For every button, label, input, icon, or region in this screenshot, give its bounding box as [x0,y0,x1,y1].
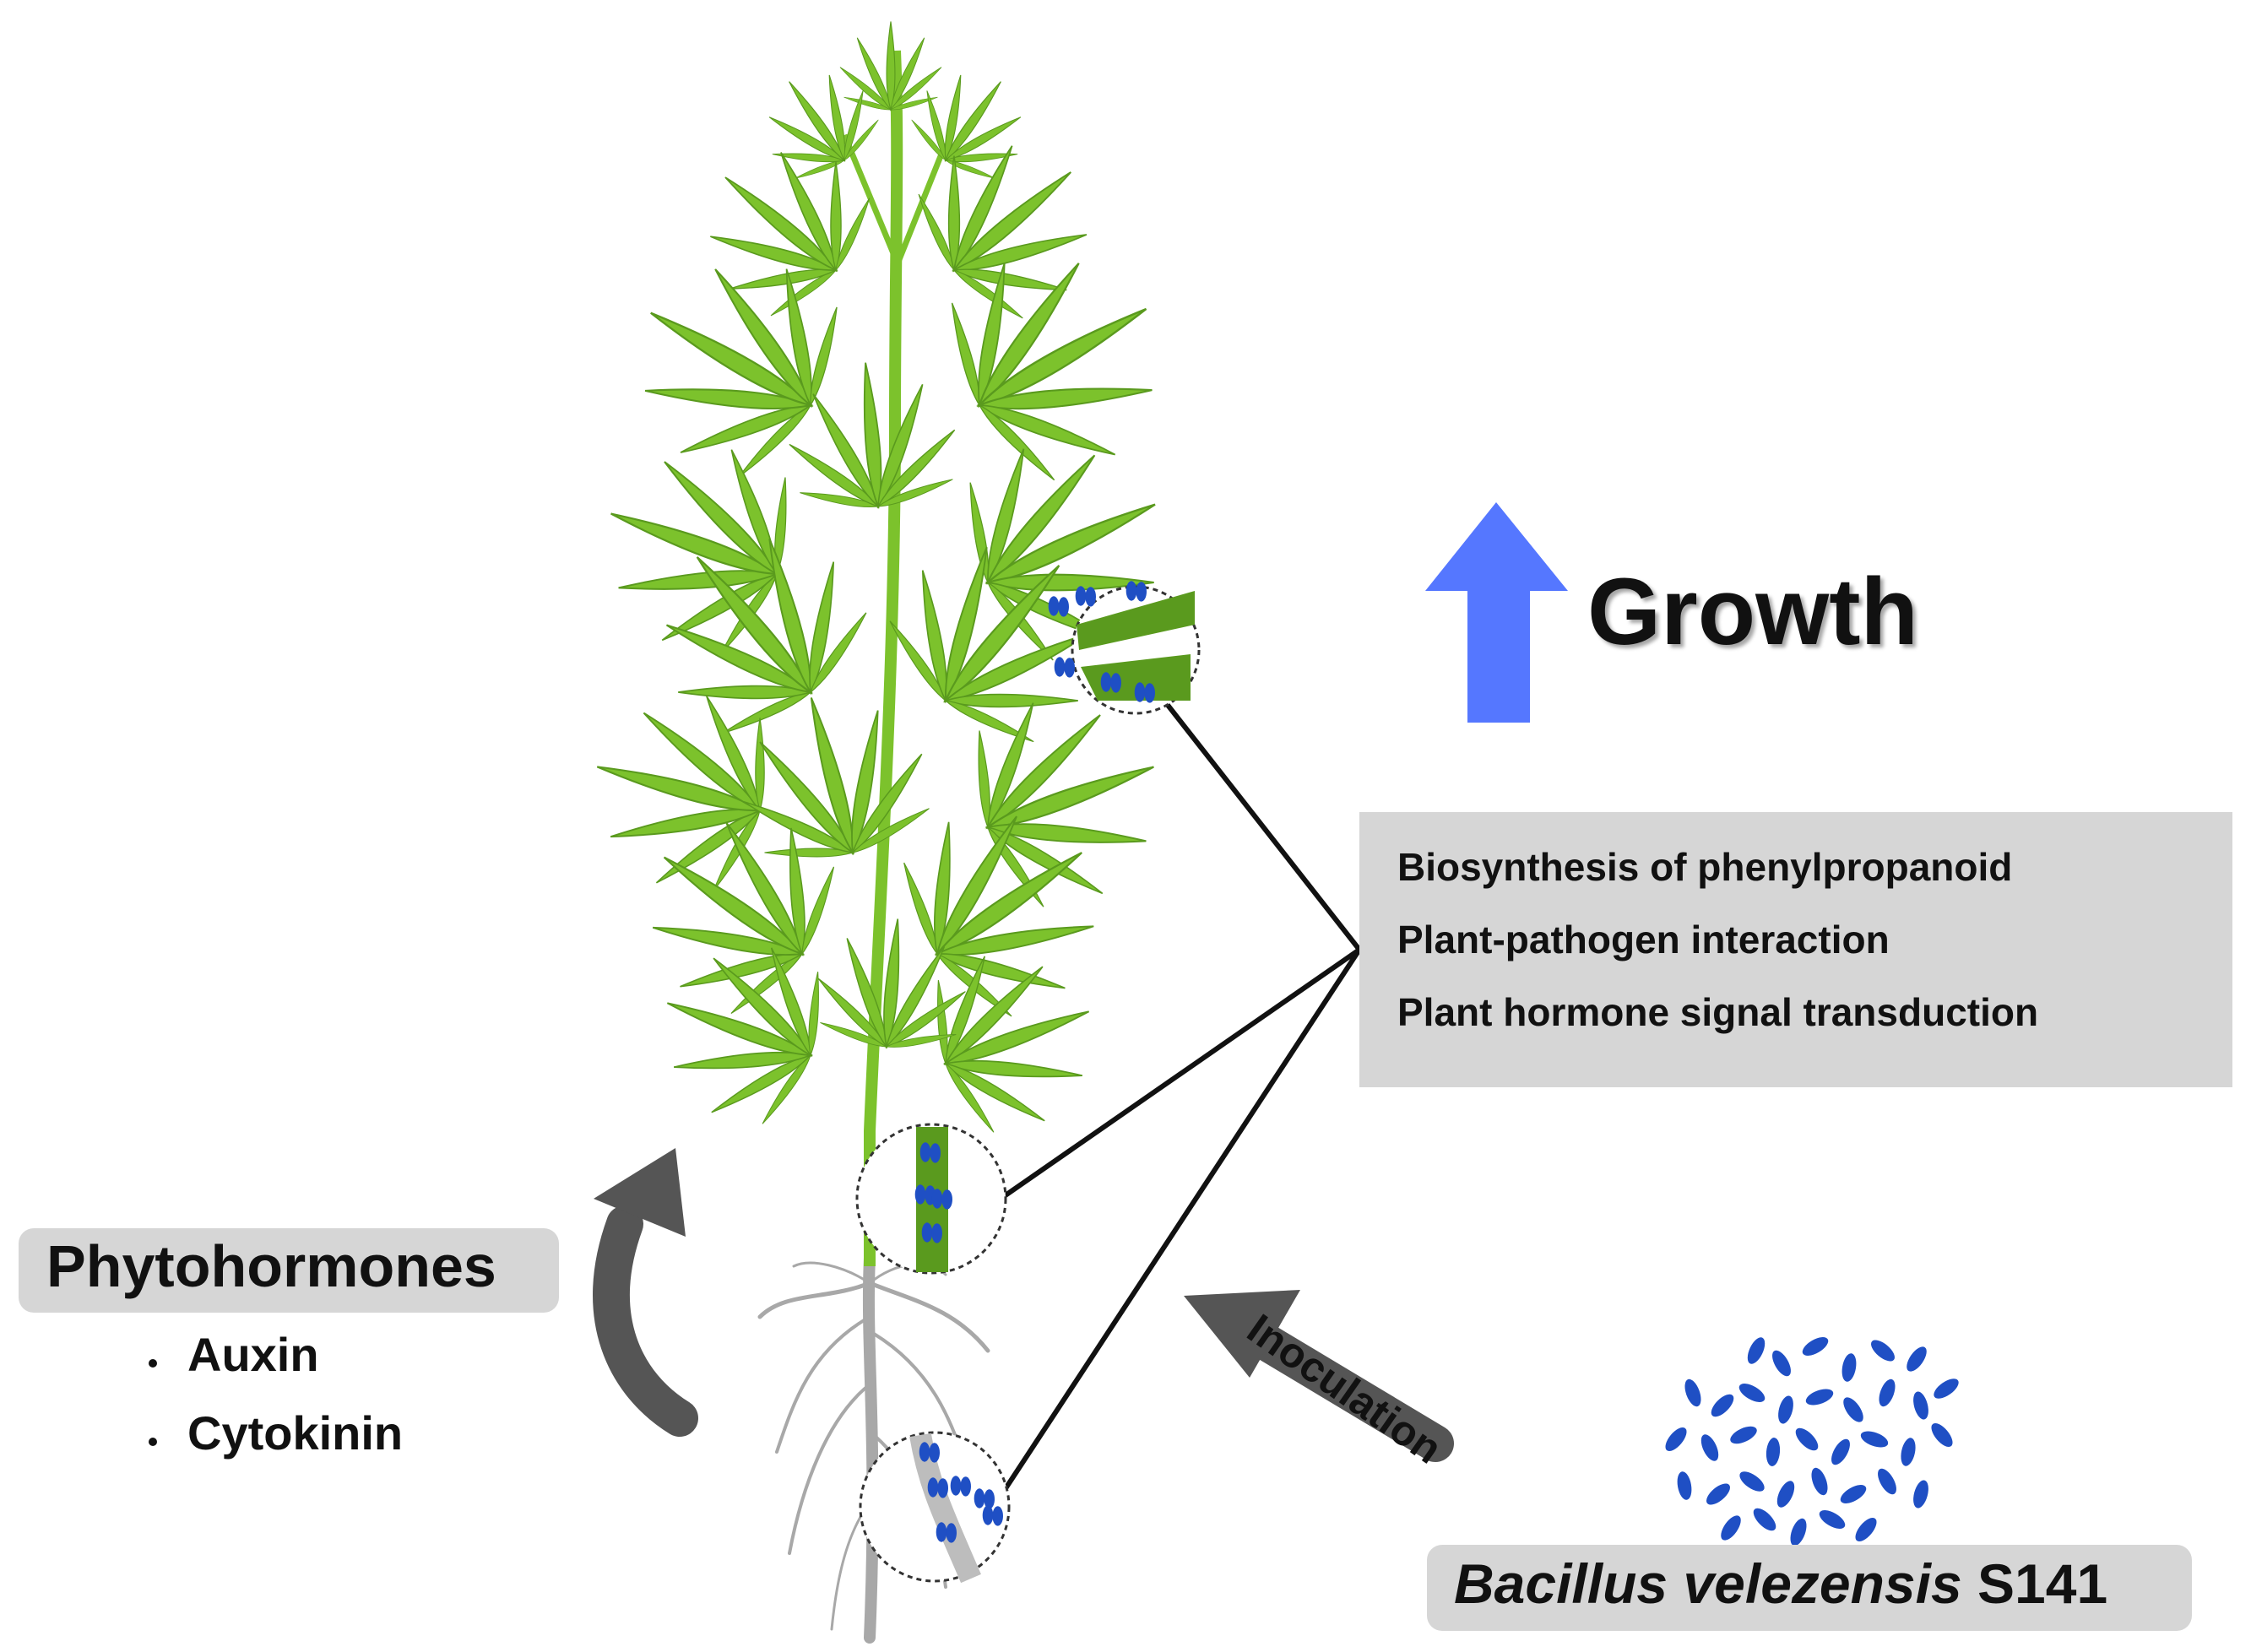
growth-up-arrow [1425,502,1568,723]
phytohormone-flow-arrow [593,1148,698,1437]
phytohormones-title: Phytohormones [46,1233,496,1299]
hormone-item: Cytokinin [187,1406,404,1460]
bacteria-cluster [1665,1337,1959,1546]
bullet-icon [149,1438,157,1446]
connector-lines [994,695,1362,1504]
pathway-item: Biosynthesis of phenylpropanoid [1397,845,2013,889]
pathway-box [1359,812,2232,1087]
pathway-item: Plant-pathogen interaction [1397,918,1890,961]
strain-species: Bacillus velezensis [1454,1552,1962,1615]
strain-id: S141 [1977,1552,2108,1615]
growth-label: Growth [1587,559,1918,664]
plant-stem [841,50,949,1266]
root-magnifier [859,1431,1011,1584]
strain-box [1427,1545,2192,1631]
bullet-icon [149,1359,157,1368]
inoculation-arrow [1184,1290,1454,1462]
phytohormones-box [19,1228,559,1313]
strain-label: Bacillus velezensis S141 [1454,1552,2107,1616]
pathway-item: Plant hormone signal transduction [1397,990,2039,1034]
stem-magnifier [855,1123,1007,1275]
leaf-magnifier [1048,581,1201,715]
hormone-item: Auxin [187,1328,319,1381]
